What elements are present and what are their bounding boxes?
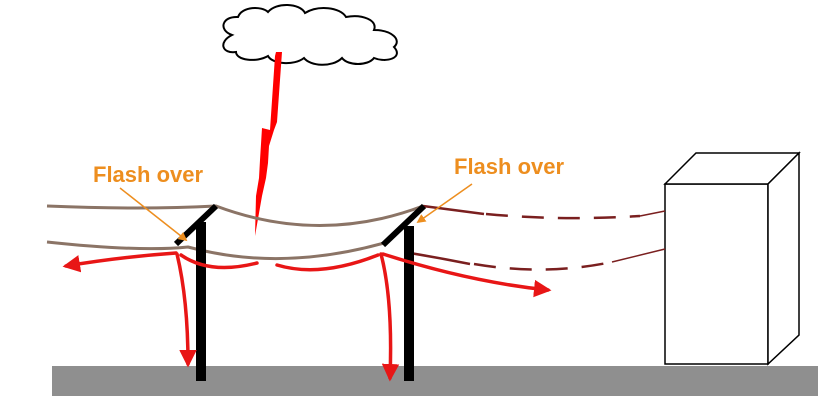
conductors xyxy=(46,204,424,261)
flash-over-label-left: Flash over xyxy=(93,162,204,187)
flashover-pointers xyxy=(119,183,473,242)
conductor-bottom xyxy=(46,240,385,261)
equipment-cabinet-icon xyxy=(663,151,801,366)
surge-current-paths xyxy=(62,251,552,382)
surge-arrow-right-pole xyxy=(379,252,400,382)
distant-line-to-cabinet xyxy=(409,204,666,271)
flashover-pointer-left xyxy=(119,187,188,242)
lightning-bolt-icon xyxy=(255,52,282,236)
surge-arrow-left-pole xyxy=(175,252,197,368)
surge-arrow-right-line xyxy=(381,252,552,298)
flashover-pointer-right xyxy=(416,183,473,224)
crossarm-right xyxy=(380,203,427,248)
flash-over-label-right: Flash over xyxy=(454,154,565,179)
conductor-top xyxy=(46,204,424,227)
ground xyxy=(52,366,818,396)
surge-segment-1 xyxy=(179,253,259,270)
cloud-icon xyxy=(222,4,398,66)
surge-segment-2 xyxy=(275,253,380,272)
utility-poles xyxy=(173,203,427,381)
surge-arrow-left-line xyxy=(62,251,178,273)
